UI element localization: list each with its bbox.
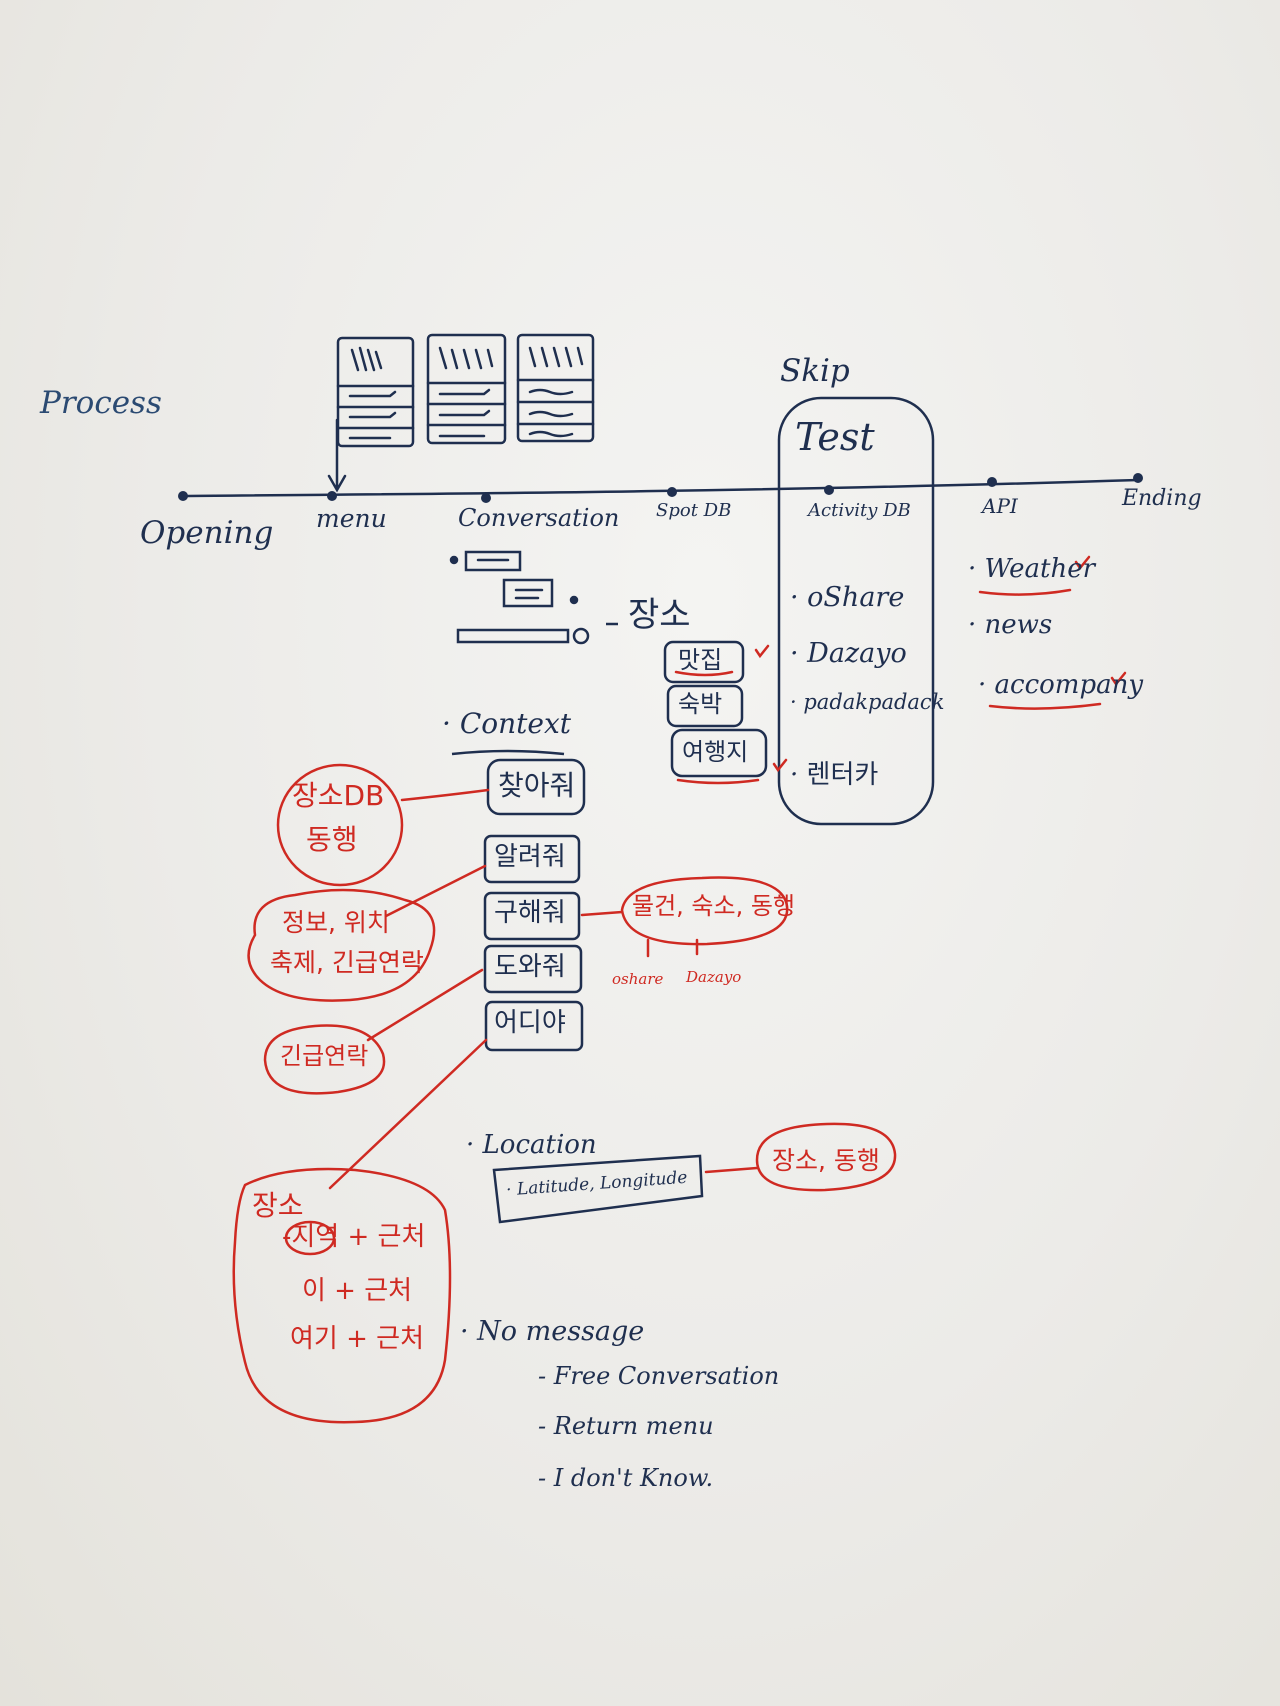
note-find-line2: 동행: [306, 823, 358, 856]
test-label: Test: [795, 415, 875, 459]
where-note-line2: 이 + 근처: [302, 1276, 413, 1306]
activity-item-padakpadack: · padakpadack: [790, 690, 945, 714]
api-item-accompany: · accompany: [978, 670, 1144, 700]
note-get-sub-dazayo: Dazayo: [686, 968, 742, 986]
timeline-api: API: [982, 494, 1018, 518]
note-get-sub-oshare: oshare: [612, 970, 664, 988]
location-note: 장소, 동행: [772, 1146, 880, 1175]
screens-to-menu-arrow: [327, 418, 347, 493]
no-message-item-return: - Return menu: [538, 1412, 714, 1440]
timeline-menu: menu: [316, 504, 387, 533]
skip-label: Skip: [780, 353, 850, 389]
no-message-item-free: - Free Conversation: [538, 1362, 780, 1390]
timeline-activity-db: Activity DB: [808, 500, 911, 521]
chat-wireframe: [449, 550, 590, 645]
where-note-line3: 여기 + 근처: [290, 1324, 424, 1354]
note-get: 물건, 숙소, 동행: [632, 892, 795, 920]
timeline-conversation: Conversation: [458, 504, 620, 532]
activity-item-rentcar: · 렌터카: [790, 760, 879, 790]
note-find-line1: 장소DB: [292, 779, 385, 812]
where-note-title: 장소: [252, 1189, 304, 1222]
spot-item-lodging: 숙박: [678, 690, 723, 718]
spot-item-restaurant: 맛집: [678, 646, 723, 674]
note-tell-line1: 정보, 위치: [282, 908, 390, 937]
location-label: · Location: [466, 1130, 597, 1160]
red-notes: [232, 763, 897, 1424]
no-message-label: · No message: [460, 1316, 645, 1347]
process-title: Process: [40, 385, 162, 421]
timeline-ending: Ending: [1122, 486, 1202, 511]
context-button-find: 찾아줘: [498, 769, 576, 802]
spot-boxes: [663, 640, 768, 778]
context-label: · Context: [442, 707, 571, 740]
api-item-weather: · Weather: [968, 554, 1096, 584]
location-box: [492, 1154, 704, 1224]
note-help: 긴급연락: [280, 1042, 369, 1070]
activity-item-oshare: · oShare: [790, 582, 905, 613]
where-note-circled: 지역: [291, 1222, 340, 1252]
context-buttons: [483, 758, 586, 1052]
api-item-news: · news: [968, 610, 1053, 640]
where-note-line1: -지역 + 근처: [282, 1222, 426, 1252]
note-tell-line2: 축제, 긴급연락: [270, 948, 424, 977]
no-message-item-dontknow: - I don't Know.: [538, 1464, 714, 1492]
timeline-opening: Opening: [140, 515, 274, 551]
spot-item-attraction: 여행지: [682, 738, 749, 766]
timeline-spot-db: Spot DB: [656, 500, 732, 521]
timeline-line: [182, 478, 1139, 498]
activity-item-dazayo: · Dazayo: [790, 638, 907, 669]
context-button-help: 도와줘: [494, 952, 566, 982]
place-label: 장소: [628, 595, 691, 635]
context-button-where: 어디야: [494, 1008, 566, 1038]
timeline-dots: [178, 473, 1143, 503]
test-box: [777, 396, 935, 826]
context-button-tell: 알려줘: [494, 842, 566, 872]
context-button-get: 구해줘: [494, 898, 566, 928]
wireframe-screens: [336, 333, 595, 448]
